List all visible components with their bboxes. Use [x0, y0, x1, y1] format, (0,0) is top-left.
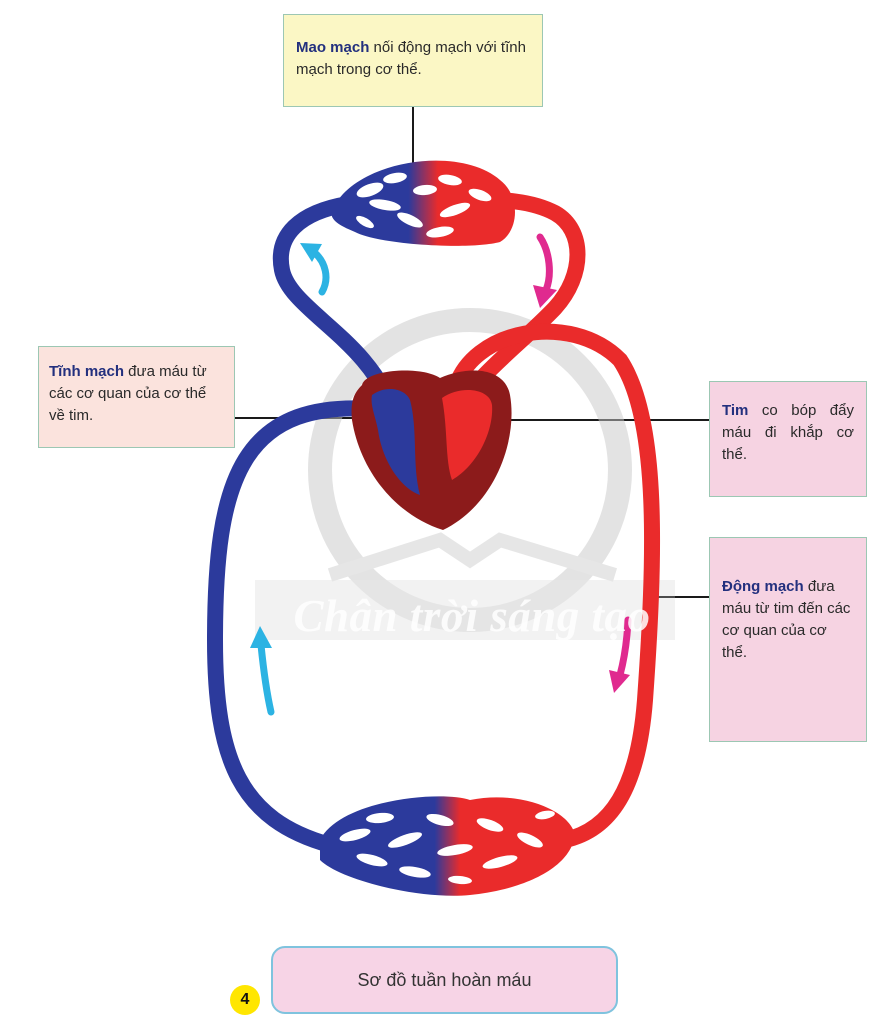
arrow-down-right-top-icon [533, 233, 557, 308]
figure-number-badge: 4 [230, 985, 260, 1015]
heart-left-chamber [442, 389, 493, 480]
capillary-term: Mao mạch [296, 39, 370, 56]
heart-term: Tim [722, 402, 749, 419]
vein-term: Tĩnh mạch [49, 363, 125, 380]
bottom-capillary-bed [320, 796, 575, 896]
heart [351, 370, 512, 530]
arrow-up-left-icon [250, 626, 275, 716]
pulmonary-artery [450, 192, 586, 421]
watermark-text: Chân trời sáng tạo [293, 591, 651, 641]
watermark-emblem [255, 308, 675, 640]
arrow-up-left-top-icon [300, 243, 330, 296]
figure-caption: Sơ đồ tuần hoàn máu [271, 946, 618, 1014]
heart-text: co bóp đẩy máu đi khắp cơ thể. [722, 402, 854, 463]
pulmonary-vessels [272, 192, 586, 421]
vein-text: đưa máu từ các cơ quan của cơ thể về tim… [49, 363, 207, 424]
connector-lines [235, 107, 709, 598]
heart-right-chamber [371, 388, 420, 495]
vena-cava [206, 400, 393, 853]
top-capillary-bed [331, 160, 515, 246]
capillary-text: nối động mạch với tĩnh mạch trong cơ thể… [296, 39, 526, 78]
aorta [447, 323, 661, 848]
vein-label-box: Tĩnh mạch đưa máu từ các cơ quan của cơ … [38, 346, 235, 448]
systemic-vessels [206, 323, 661, 853]
arrow-down-right-icon [609, 616, 632, 693]
flow-arrows [250, 233, 632, 716]
heart-label-box: Tim co bóp đẩy máu đi khắp cơ thể. [709, 381, 867, 497]
capillary-label-box: Mao mạch nối động mạch với tĩnh mạch tro… [283, 14, 543, 107]
pulmonary-vein [272, 196, 400, 418]
artery-text: đưa máu từ tim đến các cơ quan của cơ th… [722, 578, 851, 661]
artery-label-box: Động mạch đưa máu từ tim đến các cơ quan… [709, 537, 867, 742]
artery-term: Động mạch [722, 578, 804, 595]
